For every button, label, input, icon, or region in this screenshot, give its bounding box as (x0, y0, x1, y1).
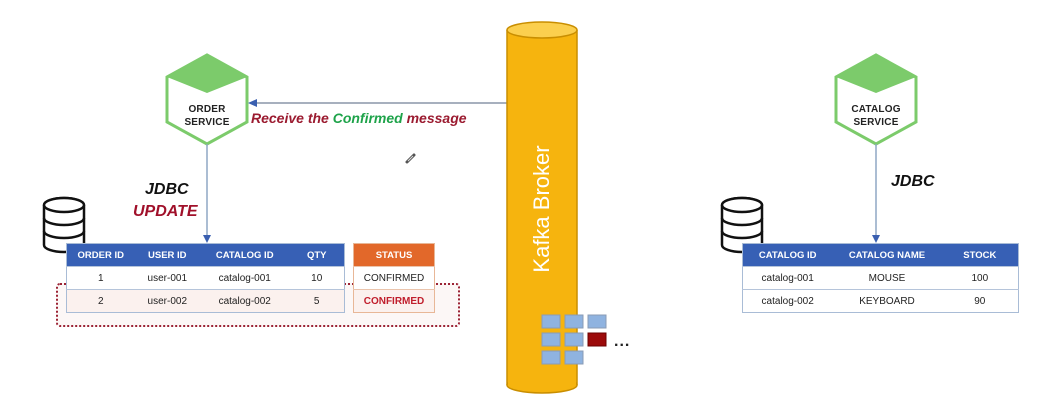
table-row[interactable]: catalog-001 MOUSE 100 (742, 266, 1019, 290)
message-block (564, 332, 584, 347)
orders-table: ORDER ID USER ID CATALOG ID QTY 1 user-0… (66, 243, 345, 313)
status-column-header: STATUS (353, 243, 435, 267)
cell: 5 (289, 289, 345, 313)
column-header: QTY (289, 243, 345, 267)
cell: catalog-001 (742, 266, 833, 290)
message-partition-grid (541, 314, 607, 365)
cell: catalog-002 (742, 289, 833, 313)
message-block (564, 350, 584, 365)
cell: catalog-001 (200, 266, 290, 290)
catalog-service-line1: CATALOG (851, 104, 901, 115)
confirmed-message-block (587, 332, 607, 347)
cell: MOUSE (832, 266, 942, 290)
column-header: STOCK (941, 243, 1019, 267)
message-text-confirmed: Confirmed (332, 110, 403, 126)
cell: user-002 (134, 289, 201, 313)
table-row[interactable]: CONFIRMED (353, 266, 435, 290)
catalog-service-line2: SERVICE (853, 117, 899, 128)
column-header: USER ID (134, 243, 201, 267)
catalog-service-node[interactable] (834, 53, 918, 146)
order-service-line1: ORDER (188, 104, 226, 115)
table-row[interactable]: catalog-002 KEYBOARD 90 (742, 289, 1019, 313)
pencil-cursor-icon (405, 153, 416, 164)
order-update-label: UPDATE (133, 203, 198, 220)
catalog-jdbc-arrow (872, 144, 880, 243)
confirmed-message-label: Receive the Confirmed message (251, 110, 467, 126)
message-block (587, 314, 607, 329)
status-cell: CONFIRMED (353, 266, 435, 290)
table-row[interactable]: CONFIRMED (353, 289, 435, 313)
table-row[interactable]: 1 user-001 catalog-001 10 (66, 266, 345, 290)
message-text-prefix: Receive the (251, 110, 333, 126)
order-jdbc-label: JDBC (145, 181, 189, 198)
status-cell-updated: CONFIRMED (353, 289, 435, 313)
cell: 2 (66, 289, 135, 313)
cell: 1 (66, 266, 135, 290)
order-database-icon (42, 196, 86, 254)
column-header: CATALOG ID (742, 243, 833, 267)
order-service-label: ORDER SERVICE (172, 103, 242, 129)
kafka-broker-label: Kafka Broker (529, 145, 554, 273)
cell: catalog-002 (200, 289, 290, 313)
order-jdbc-arrow (203, 144, 211, 243)
message-block (541, 332, 561, 347)
message-text-suffix: message (402, 110, 467, 126)
cell: 100 (941, 266, 1019, 290)
column-header: CATALOG NAME (832, 243, 942, 267)
message-block (541, 350, 561, 365)
order-service-line2: SERVICE (184, 117, 230, 128)
table-row[interactable]: 2 user-002 catalog-002 5 (66, 289, 345, 313)
message-block (541, 314, 561, 329)
status-table: STATUS CONFIRMED CONFIRMED (353, 243, 435, 313)
orders-table-header: ORDER ID USER ID CATALOG ID QTY (66, 243, 345, 267)
confirmed-message-arrow (248, 99, 508, 107)
catalog-service-label: CATALOG SERVICE (841, 103, 911, 129)
message-block (564, 314, 584, 329)
cell: KEYBOARD (832, 289, 942, 313)
catalog-jdbc-label: JDBC (891, 173, 935, 190)
order-service-node[interactable] (165, 53, 249, 146)
column-header: ORDER ID (66, 243, 135, 267)
column-header: CATALOG ID (200, 243, 290, 267)
catalog-table-header: CATALOG ID CATALOG NAME STOCK (742, 243, 1019, 267)
catalog-table: CATALOG ID CATALOG NAME STOCK catalog-00… (742, 243, 1019, 313)
more-messages-ellipsis: ... (614, 333, 631, 350)
cell: 10 (289, 266, 345, 290)
cell: user-001 (134, 266, 201, 290)
cell: 90 (941, 289, 1019, 313)
